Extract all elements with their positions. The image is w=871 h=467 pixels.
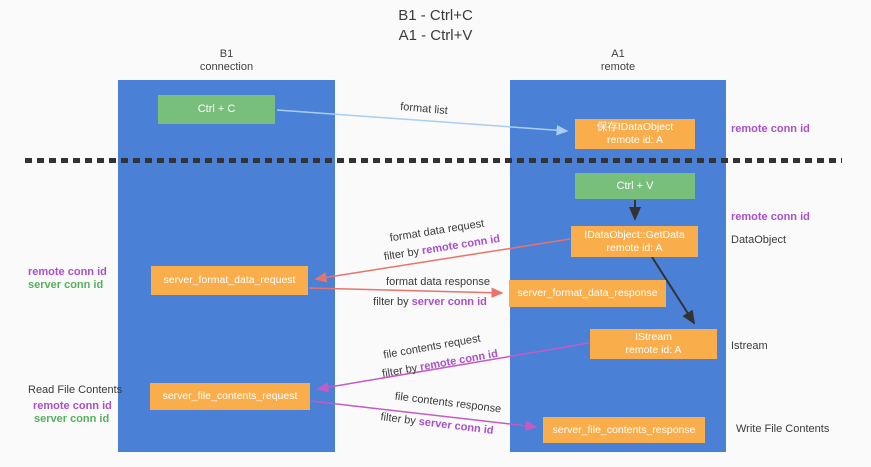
filter-by-server-conn-id-label-2: filter by server conn id xyxy=(380,411,494,437)
lane-right-header: A1 remote xyxy=(510,48,726,74)
page-title-line2: A1 - Ctrl+V xyxy=(398,27,473,44)
file-request-label: server_file_contents_request xyxy=(162,390,298,402)
page-title: B1 - Ctrl+C A1 - Ctrl+V xyxy=(0,6,871,46)
separator-dashed-line xyxy=(25,158,842,163)
istream-label: Istream xyxy=(731,340,768,352)
saved-idataobject-line1: 保存IDataObject xyxy=(596,121,674,133)
server-conn-id-keyword: server conn id xyxy=(418,415,495,437)
getdata-line1: IDataObject::GetData xyxy=(584,228,685,241)
remote-conn-id-label-left: remote conn id xyxy=(28,266,107,278)
filter-by-text: filter by xyxy=(379,411,420,428)
istream-line1: IStream xyxy=(635,331,672,343)
page-title-line1: B1 - Ctrl+C xyxy=(398,7,473,24)
lane-left-subtitle: connection xyxy=(199,61,254,73)
node-istream: IStream remote id: A xyxy=(590,329,717,359)
format-list-label: format list xyxy=(399,100,449,118)
format-request-label: server_format_data_request xyxy=(163,274,296,286)
lane-left-header: B1 connection xyxy=(118,48,335,74)
node-getdata: IDataObject::GetData remote id: A xyxy=(571,226,698,257)
server-conn-id-label-left-2: server conn id xyxy=(34,413,110,425)
saved-idataobject-line2: remote id: A xyxy=(606,134,664,146)
dataobject-label: DataObject xyxy=(731,234,787,246)
ctrl-v-label: Ctrl + V xyxy=(616,179,654,192)
format-response-label: server_format_data_response xyxy=(517,287,658,299)
node-ctrl-c: Ctrl + C xyxy=(158,95,275,124)
ctrl-c-label: Ctrl + C xyxy=(197,103,236,115)
lane-left-title: B1 xyxy=(219,48,234,60)
node-saved-idataobject: 保存IDataObject remote id: A xyxy=(575,119,695,149)
lane-right-title: A1 xyxy=(611,48,625,60)
getdata-line2: remote id: A xyxy=(606,241,663,254)
node-format-response: server_format_data_response xyxy=(509,280,666,307)
node-file-request: server_file_contents_request xyxy=(150,383,310,410)
filter-by-server-conn-id-label-1: filter by server conn id xyxy=(373,296,487,308)
filter-by-text: filter by xyxy=(373,296,412,308)
format-data-response-arrow xyxy=(308,287,504,298)
node-ctrl-v: Ctrl + V xyxy=(575,173,695,199)
lane-right-subtitle: remote xyxy=(600,61,636,73)
write-file-contents-label: Write File Contents xyxy=(736,423,830,435)
istream-line2: remote id: A xyxy=(625,344,682,356)
filter-by-text: filter by xyxy=(381,361,422,381)
remote-conn-id-label-left-2: remote conn id xyxy=(33,400,112,412)
read-file-contents-label: Read File Contents xyxy=(28,384,123,396)
remote-conn-id-label-top-right: remote conn id xyxy=(731,123,810,135)
server-conn-id-keyword: server conn id xyxy=(411,296,487,308)
format-data-response-label: format data response xyxy=(386,276,490,288)
filter-by-text: filter by xyxy=(383,245,424,264)
node-file-response: server_file_contents_response xyxy=(543,417,705,443)
remote-conn-id-label-right: remote conn id xyxy=(731,211,810,223)
file-response-label: server_file_contents_response xyxy=(552,423,696,436)
server-conn-id-label-left: server conn id xyxy=(28,279,104,291)
node-format-request: server_format_data_request xyxy=(151,266,308,295)
file-contents-response-label: file contents response xyxy=(394,390,502,416)
